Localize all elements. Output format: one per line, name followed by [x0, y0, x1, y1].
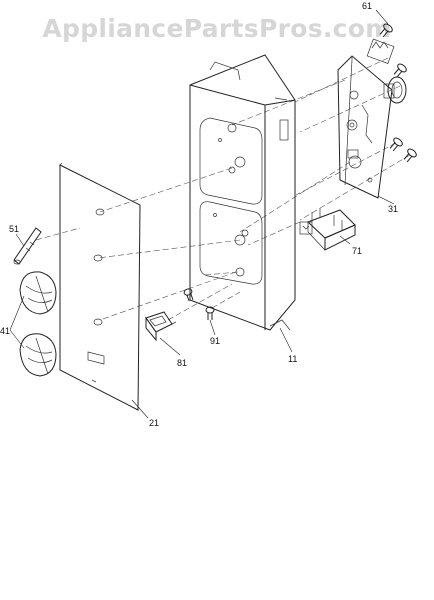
label-part-31: 31: [388, 204, 398, 214]
screws-part-91: [183, 288, 215, 320]
label-part-61: 61: [362, 1, 372, 11]
label-part-91: 91: [210, 336, 220, 346]
label-part-81: 81: [177, 358, 187, 368]
front-panel-part-21: [59, 162, 141, 411]
control-bracket-part-11: [189, 54, 296, 331]
label-part-41: 41: [0, 326, 10, 336]
label-part-51: 51: [9, 224, 19, 234]
indicator-light-part-81: [145, 311, 177, 342]
knobs-part-41: [19, 271, 57, 377]
switch-part-71: [299, 208, 356, 251]
shaft-part-51: [13, 227, 42, 265]
watermark-logo: AppliancePartsPros.com: [42, 14, 392, 43]
label-part-71: 71: [352, 246, 362, 256]
screws-part-61: [379, 23, 417, 163]
alignment-dashes: [35, 57, 411, 321]
label-part-21: 21: [149, 418, 159, 428]
leader-lines: [9, 9, 395, 419]
timer-module-part-31: [337, 38, 407, 199]
label-part-11: 11: [288, 354, 297, 364]
